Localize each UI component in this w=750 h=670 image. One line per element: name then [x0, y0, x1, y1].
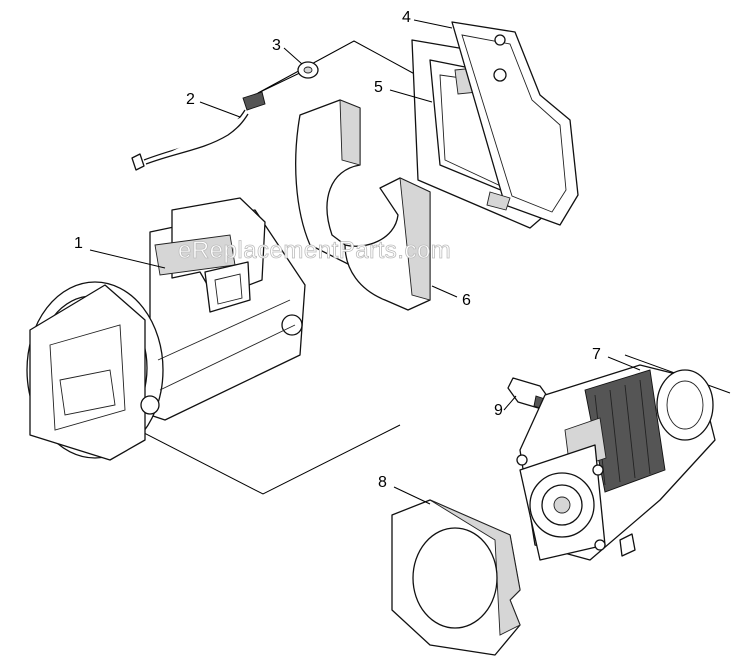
callout-7: 7 — [592, 346, 601, 363]
callout-4: 4 — [402, 9, 411, 26]
part-7-motor-assembly[interactable] — [516, 364, 716, 561]
watermark: eReplacementParts.com — [178, 237, 451, 264]
leader-lines — [89, 19, 641, 505]
callout-labels: 1 2 3 4 5 6 7 8 9 — [74, 9, 601, 491]
part-4-rear-cover[interactable] — [451, 21, 579, 226]
callout-2: 2 — [186, 91, 195, 108]
callout-5: 5 — [374, 79, 383, 96]
part-1-motor-housing[interactable] — [26, 197, 306, 461]
callout-9: 9 — [494, 402, 503, 419]
part-6-foam-block[interactable] — [295, 99, 431, 311]
callout-1: 1 — [74, 235, 83, 252]
callout-6: 6 — [462, 292, 471, 309]
part-3-grommet[interactable] — [297, 61, 319, 79]
callout-3: 3 — [272, 37, 281, 54]
part-2-wire-lead[interactable] — [131, 91, 266, 171]
callout-8: 8 — [378, 474, 387, 491]
part-8-ring-baffle[interactable] — [391, 499, 521, 656]
